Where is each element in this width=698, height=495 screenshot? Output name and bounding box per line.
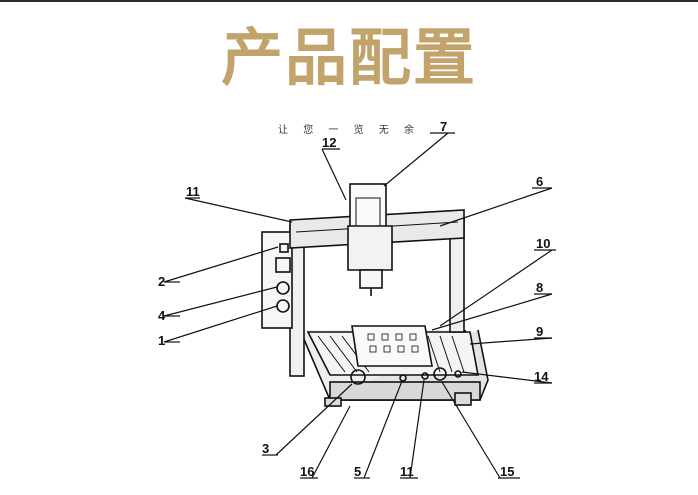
callout-8: 8 [536,280,543,295]
callout-9: 9 [536,324,543,339]
callout-15: 15 [500,464,514,479]
leader-lines [163,132,556,479]
callout-14: 14 [534,369,549,384]
callout-6: 6 [536,174,543,189]
callout-1: 1 [158,333,165,348]
page-subtitle: 让 您 一 览 无 余 [278,125,420,136]
machine-frame [261,183,489,407]
page-title: 产品配置 [220,21,477,94]
top-divider [0,0,698,2]
callout-3: 3 [262,441,269,456]
callout-11-top: 11 [186,184,200,199]
callout-labels: 1 2 3 4 5 6 7 8 9 10 11 11 12 14 15 16 [158,119,550,479]
callout-4: 4 [158,308,166,323]
callout-2: 2 [158,274,165,289]
callout-11-bottom: 11 [400,464,414,479]
callout-7: 7 [440,119,447,134]
callout-5: 5 [354,464,361,479]
callout-10: 10 [536,236,550,251]
callout-12: 12 [322,135,336,150]
callout-16: 16 [300,464,314,479]
